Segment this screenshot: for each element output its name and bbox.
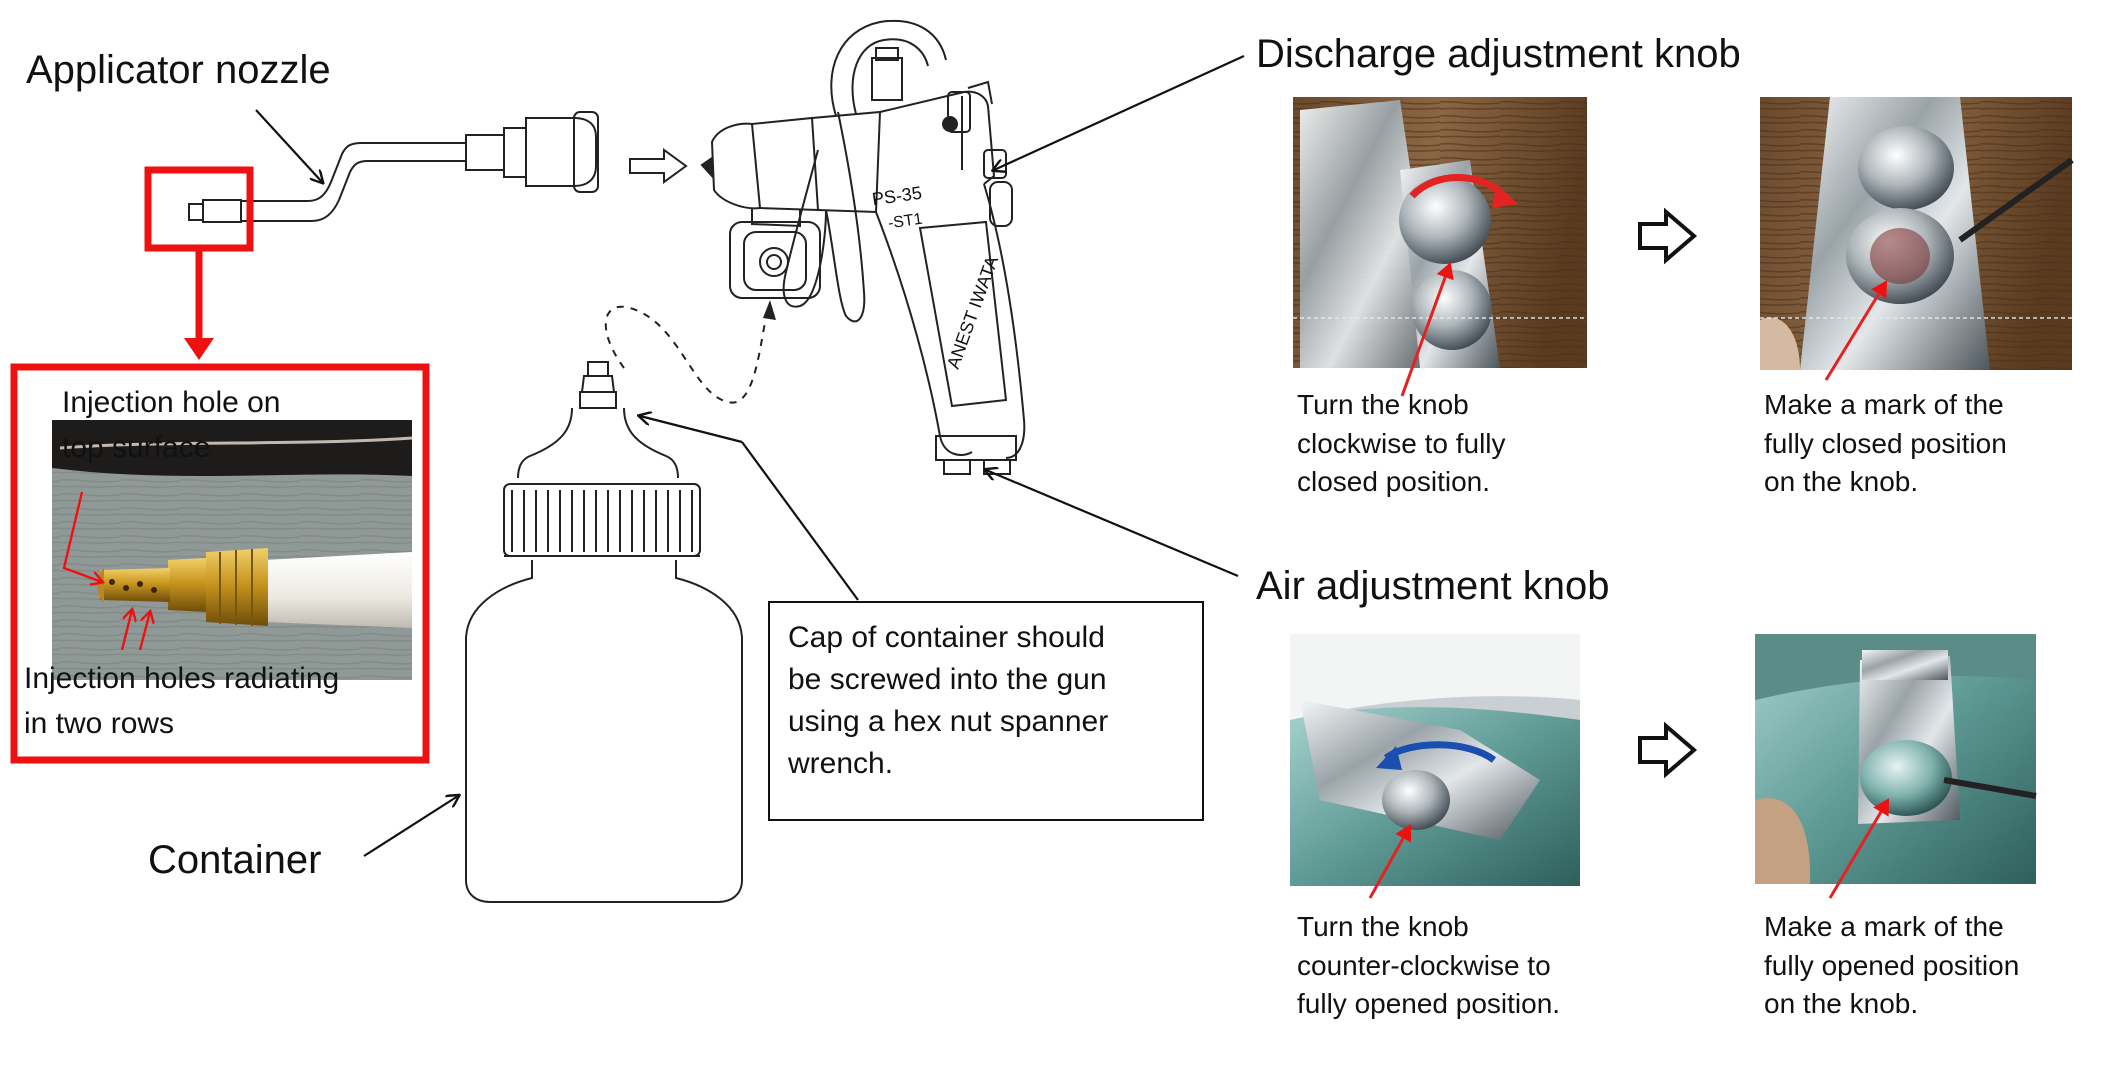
callout-line — [640, 416, 743, 444]
step-arrow — [1638, 207, 1698, 265]
air-turn-photo — [1290, 634, 1580, 899]
dashed-path — [604, 305, 769, 404]
cap-instruction-box: Cap of container should be screwed into … — [768, 601, 1204, 821]
step-arrow — [1638, 721, 1698, 779]
discharge-mark-caption: Make a mark of the fully closed position… — [1764, 389, 2007, 498]
discharge-mark-photo — [1760, 97, 2074, 381]
discharge-turn-caption: Turn the knob clockwise to fully closed … — [1297, 389, 1506, 498]
applicator-nozzle — [188, 111, 599, 223]
callout-line — [255, 109, 322, 182]
air-turn-caption: Turn the knob counter-clockwise to fully… — [1297, 911, 1561, 1020]
callout-line — [363, 796, 458, 857]
callout-line — [994, 54, 1245, 170]
discharge-turn-photo — [1293, 97, 1587, 397]
air-mark-caption: Make a mark of the fully opened position… — [1764, 911, 2020, 1020]
spray-gun-drawing — [700, 19, 1026, 475]
injection-holes-radiating-label: Injection holes radiating in two rows — [24, 662, 340, 740]
container-label: Container — [148, 838, 322, 882]
injection-hole-top-label: Injection hole on top surface — [62, 386, 281, 464]
callout-line — [741, 441, 859, 601]
nozzle-highlight-box — [144, 166, 254, 252]
hollow-arrow-nozzle-to-gun — [629, 148, 688, 184]
air-knob-label: Air adjustment knob — [1256, 564, 1610, 608]
gun-handle-lettering: ANEST IWATA — [943, 253, 1002, 371]
discharge-knob-label: Discharge adjustment knob — [1256, 32, 1741, 76]
callout-line — [986, 470, 1239, 578]
air-mark-photo — [1755, 634, 2037, 899]
nozzle-close-up-photo — [52, 420, 413, 680]
applicator-nozzle-label: Applicator nozzle — [26, 48, 331, 92]
container-drawing — [465, 361, 743, 903]
